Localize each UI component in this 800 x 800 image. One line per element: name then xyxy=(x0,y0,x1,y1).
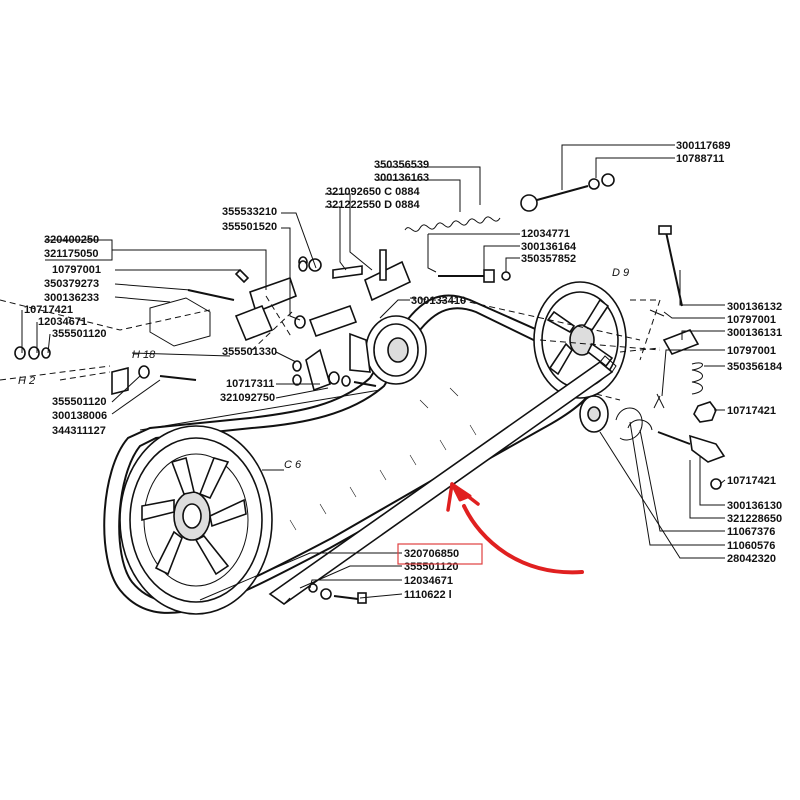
belt-hatch xyxy=(289,387,477,531)
large-pulley-c6 xyxy=(119,425,273,615)
bottom-hardware xyxy=(308,583,367,604)
label-321092750: 321092750 xyxy=(220,392,275,404)
label-300136233: 300136233 xyxy=(44,292,99,304)
label-350356539: 350356539 xyxy=(374,159,429,171)
label-10717421-right1: 10717421 xyxy=(727,405,776,417)
label-28042320: 28042320 xyxy=(727,553,776,565)
alignment-lines xyxy=(0,295,661,401)
label-321222550: 321222550 D 0884 xyxy=(326,199,420,211)
label-10797001-right2: 10797001 xyxy=(727,345,776,357)
label-12034771: 12034771 xyxy=(521,228,570,240)
label-350356184: 350356184 xyxy=(727,361,783,373)
red-arrow xyxy=(446,482,584,575)
label-321228650: 321228650 xyxy=(727,513,782,525)
label-300136164: 300136164 xyxy=(521,241,577,253)
zone-c6: C 6 xyxy=(284,459,302,471)
label-12034671-left: 12034671 xyxy=(38,316,87,328)
label-321092650: 321092650 C 0884 xyxy=(326,186,420,198)
label-11067376: 11067376 xyxy=(727,526,775,538)
label-355501120-mid: 355501120 xyxy=(52,396,106,408)
label-321175050: 321175050 xyxy=(44,248,98,260)
label-300136163: 300136163 xyxy=(374,172,429,184)
label-300117689: 300117689 xyxy=(676,140,730,152)
label-11106221: 1110622 l xyxy=(404,589,452,601)
tensioner-assembly xyxy=(298,173,615,302)
label-12034671-bottom: 12034671 xyxy=(404,575,453,587)
right-hardware xyxy=(579,225,726,490)
label-10717311: 10717311 xyxy=(226,378,274,390)
zone-h2: H 2 xyxy=(18,375,35,387)
label-10797001-right1: 10797001 xyxy=(727,314,776,326)
label-350379273: 350379273 xyxy=(44,278,99,290)
label-350357852: 350357852 xyxy=(521,253,576,265)
label-10788711: 10788711 xyxy=(676,153,724,165)
label-300138006: 300138006 xyxy=(52,410,107,422)
label-320400250: 320400250 xyxy=(44,234,99,246)
leader-lines xyxy=(21,144,726,601)
label-355501330: 355501330 xyxy=(222,346,277,358)
label-10797001-left: 10797001 xyxy=(52,264,101,276)
zone-labels: H 18 H 2 C 6 D 9 xyxy=(18,267,629,471)
label-300136131: 300136131 xyxy=(727,327,782,339)
label-300133410: 300133410 xyxy=(411,295,466,307)
label-10717421-left: 10717421 xyxy=(24,304,73,316)
label-355501520: 355501520 xyxy=(222,221,277,233)
label-355501120-left: 355501120 xyxy=(52,328,106,340)
lever-assembly xyxy=(14,260,377,396)
idler-pulley xyxy=(349,315,427,385)
label-355501120-bottom: 355501120 xyxy=(404,561,458,573)
label-10717421-right2: 10717421 xyxy=(727,475,776,487)
label-344311127: 344311127 xyxy=(52,425,106,437)
belt-guard-bar xyxy=(268,355,617,605)
zone-h18: H 18 xyxy=(132,349,156,361)
label-300136130: 300136130 xyxy=(727,500,782,512)
highlight-box xyxy=(397,543,483,565)
label-320706850: 320706850 xyxy=(404,548,459,560)
label-300136132: 300136132 xyxy=(727,301,782,313)
label-355533210: 355533210 xyxy=(222,206,277,218)
label-11060576: 11060576 xyxy=(727,540,775,552)
zone-d9: D 9 xyxy=(612,267,629,279)
part-labels: 300117689 10788711 350356539 300136163 3… xyxy=(24,140,783,601)
